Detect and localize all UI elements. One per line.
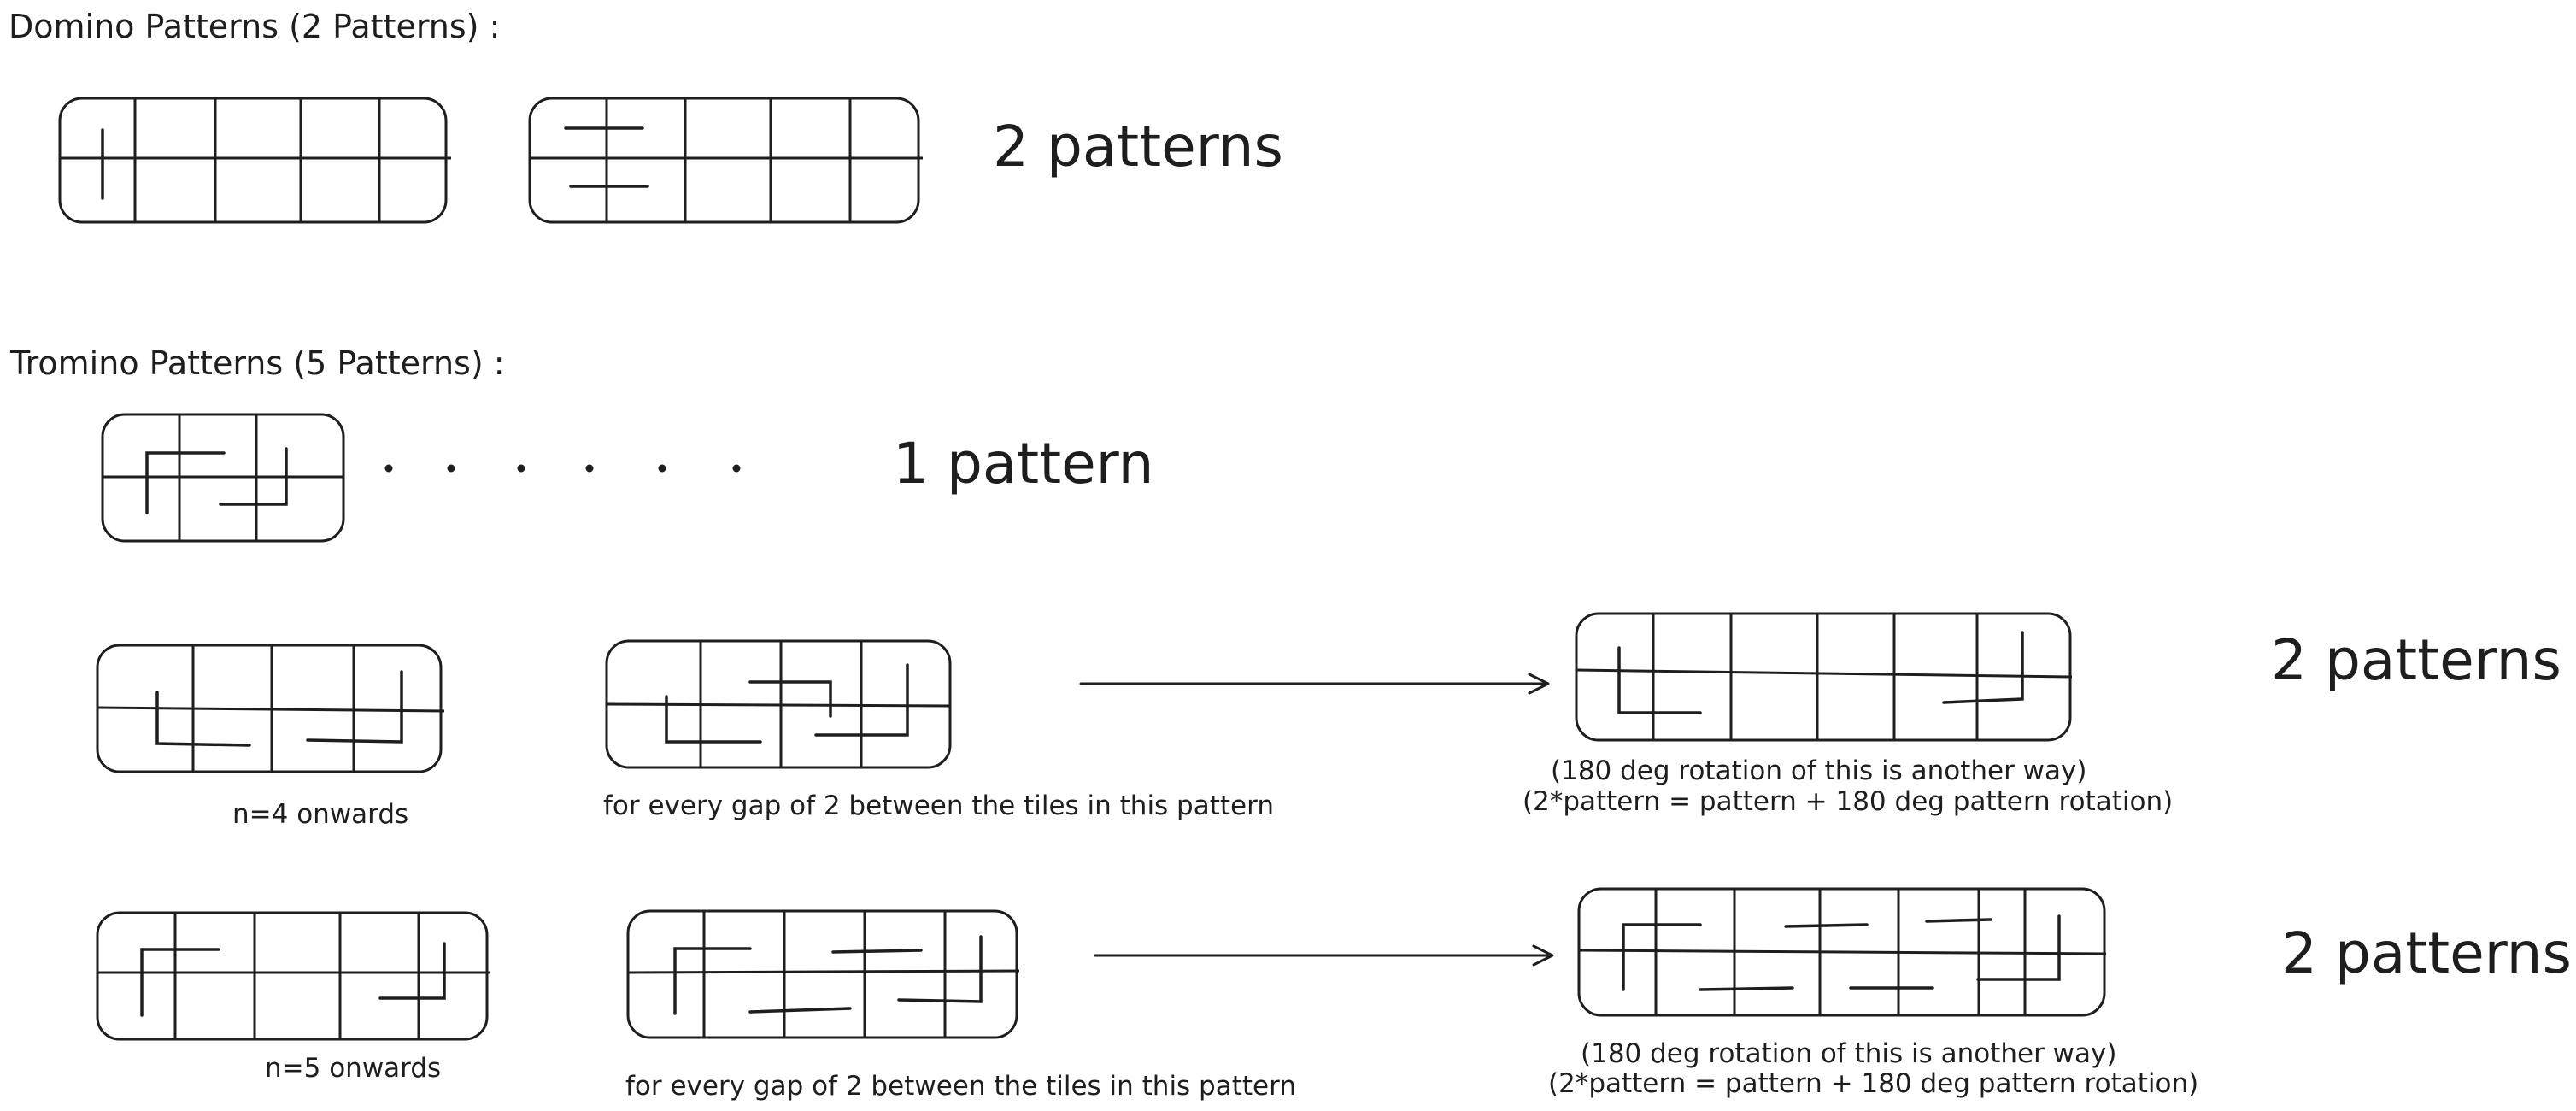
tromino-heading: Tromino Patterns (5 Patterns) : bbox=[9, 344, 505, 382]
n4-board-small bbox=[96, 644, 445, 773]
n4-rotation-note-line2: (2*pattern = pattern + 180 deg pattern r… bbox=[1523, 786, 2173, 817]
board-frame bbox=[528, 97, 920, 224]
n4-caption-left: n=4 onwards bbox=[232, 799, 408, 830]
board-midline bbox=[1578, 949, 2107, 955]
n4-arrow bbox=[1079, 673, 1550, 695]
l-tromino-tile bbox=[814, 663, 909, 737]
l-tromino-tile bbox=[155, 691, 251, 747]
l-tromino-tile bbox=[145, 451, 226, 514]
l-tromino-tile bbox=[1617, 646, 1702, 714]
n4-board-gap bbox=[605, 639, 952, 769]
l-tromino-tile bbox=[378, 942, 446, 1000]
n5-caption-left: n=5 onwards bbox=[265, 1053, 441, 1084]
horizontal-domino-tile bbox=[1699, 986, 1794, 991]
horizontal-domino-tile bbox=[831, 949, 923, 954]
board-frame bbox=[58, 97, 448, 224]
n4-count-label: 2 patterns bbox=[2271, 627, 2561, 693]
l-tromino-tile bbox=[665, 695, 762, 744]
n5-rotation-note-line1: (180 deg rotation of this is another way… bbox=[1581, 1038, 2116, 1069]
ellipsis-dot bbox=[585, 464, 594, 473]
domino-board-1 bbox=[58, 97, 451, 224]
continuation-dots bbox=[384, 464, 741, 473]
board-frame bbox=[96, 911, 489, 1041]
n5-count-label: 2 patterns bbox=[2281, 920, 2572, 986]
l-tromino-tile bbox=[140, 948, 220, 1017]
ellipsis-dot bbox=[732, 464, 741, 473]
horizontal-domino-tile bbox=[1925, 918, 1992, 923]
l-tromino-tile bbox=[748, 680, 832, 718]
board-midline bbox=[606, 702, 951, 708]
ellipsis-dot bbox=[384, 464, 393, 473]
arrow-head bbox=[1528, 673, 1550, 695]
ellipsis-dot bbox=[517, 464, 525, 473]
n5-board-large bbox=[1577, 887, 2107, 1017]
board-midline bbox=[627, 969, 1020, 974]
n5-board-small bbox=[96, 911, 490, 1041]
l-tromino-tile bbox=[1976, 914, 2061, 981]
domino-count-label: 2 patterns bbox=[993, 114, 1283, 179]
l-tromino-tile bbox=[306, 670, 403, 744]
domino-board-2 bbox=[528, 97, 923, 224]
l-tromino-tile bbox=[673, 947, 752, 1015]
tromino-first-count-label: 1 pattern bbox=[893, 431, 1153, 497]
l-tromino-tile bbox=[1622, 923, 1702, 991]
board-frame bbox=[1577, 887, 2106, 1017]
ellipsis-dot bbox=[447, 464, 455, 473]
arrow-head bbox=[1532, 944, 1554, 967]
n4-board-large bbox=[1575, 612, 2073, 742]
l-tromino-tile bbox=[897, 935, 983, 1003]
n5-arrow bbox=[1094, 944, 1554, 967]
l-tromino-tile bbox=[1942, 631, 2024, 704]
n4-rotation-note-line1: (180 deg rotation of this is another way… bbox=[1551, 755, 2086, 786]
board-midline bbox=[1576, 668, 2073, 679]
horizontal-domino-tile bbox=[748, 1007, 852, 1014]
n5-caption-middle: for every gap of 2 between the tiles in … bbox=[625, 1071, 1296, 1102]
n4-caption-middle: for every gap of 2 between the tiles in … bbox=[603, 791, 1274, 821]
ellipsis-dot bbox=[658, 464, 666, 473]
tromino-base-board bbox=[101, 413, 345, 543]
board-frame bbox=[626, 909, 1018, 1039]
horizontal-domino-tile bbox=[1784, 923, 1869, 928]
domino-heading: Domino Patterns (2 Patterns) : bbox=[9, 8, 500, 45]
n5-board-gap bbox=[626, 909, 1020, 1039]
n5-rotation-note-line2: (2*pattern = pattern + 180 deg pattern r… bbox=[1548, 1068, 2198, 1099]
l-tromino-tile bbox=[219, 447, 288, 506]
